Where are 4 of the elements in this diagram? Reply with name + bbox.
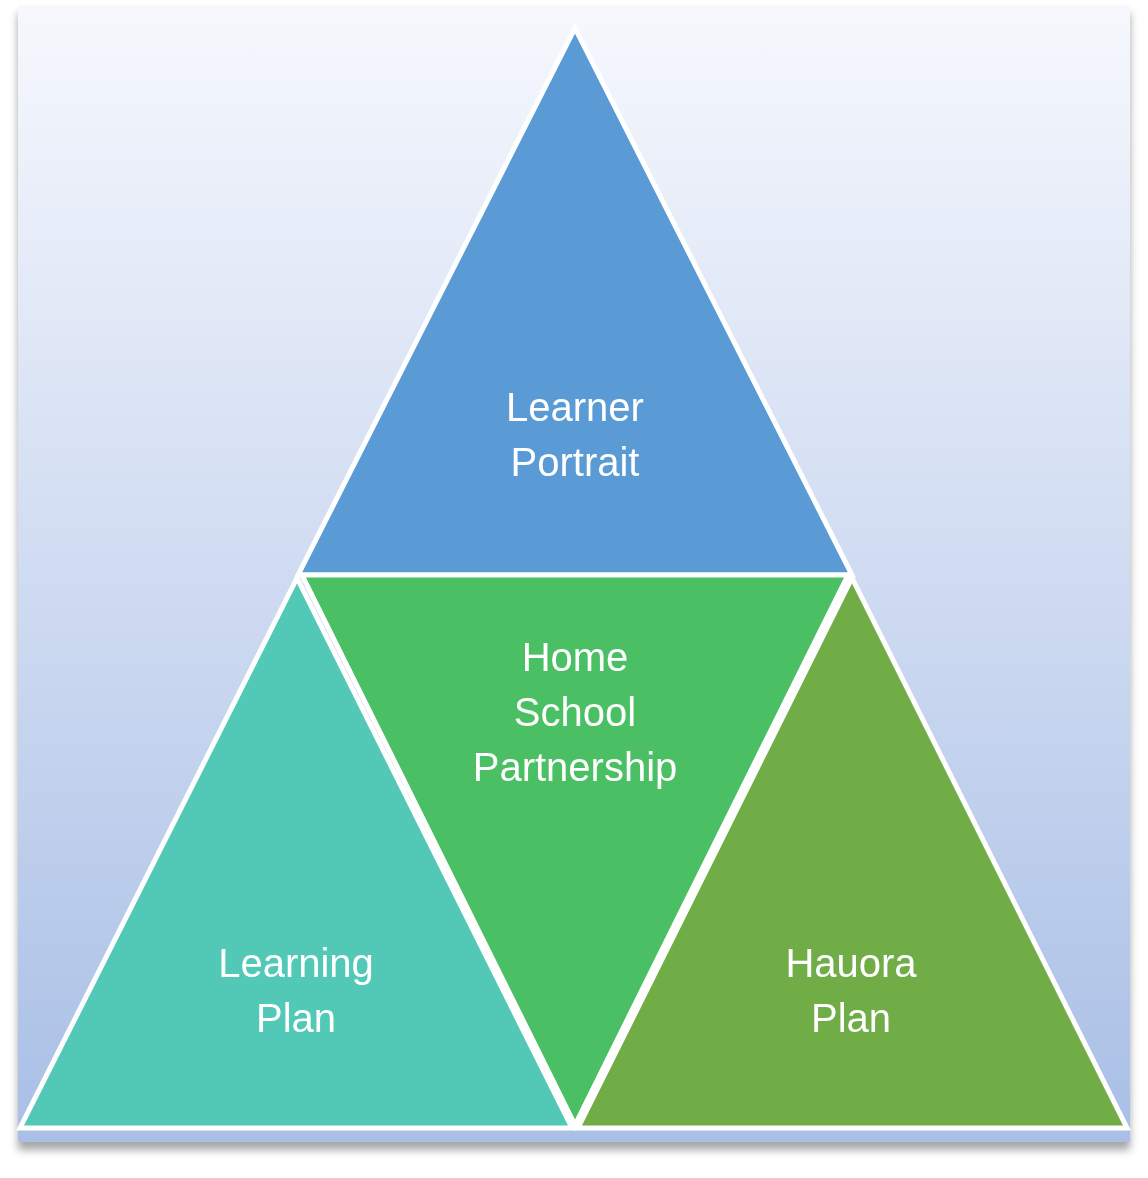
triangle-label: Learning Plan	[218, 940, 374, 1042]
triangle-label: Learner Portrait	[506, 384, 644, 486]
triangle-label: Hauora Plan	[785, 940, 917, 1042]
triangle-label: Home School Partnership	[472, 634, 678, 791]
